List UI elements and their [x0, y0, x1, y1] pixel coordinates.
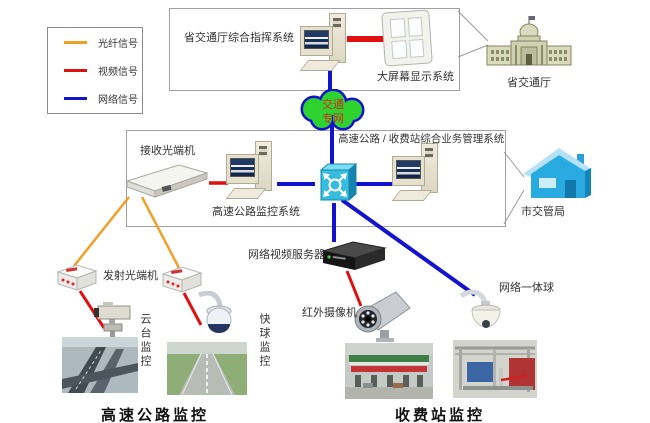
ir-camera-icon — [354, 291, 411, 342]
mgmt-system-label: 高速公路 / 收费站综合业务管理系统 — [338, 133, 505, 145]
computer-keyboard-icon — [225, 188, 267, 199]
display-wall-icon — [381, 9, 433, 67]
gov-building-icon — [486, 16, 572, 66]
legend-label: 光纤信号 — [98, 38, 138, 50]
legend-label: 视频信号 — [98, 66, 138, 78]
network-dome-camera-icon — [459, 289, 501, 328]
computer-monitor-icon — [392, 156, 425, 186]
city-traffic-bureau-label: 市交管局 — [521, 206, 565, 218]
ir-camera-label: 红外摄像机 — [302, 307, 357, 319]
display-pane — [408, 38, 425, 58]
cloud-label-line1: 交通 — [322, 97, 344, 111]
display-wall-panes — [389, 16, 425, 60]
callout-line-building-2 — [457, 44, 489, 58]
network-video-server-label: 网络视频服务器 — [248, 249, 325, 261]
speed-dome-camera-icon — [198, 291, 232, 333]
legend-item-network: 网络信号 — [48, 84, 142, 112]
video-line-ir — [345, 270, 363, 307]
video-line-ptz — [78, 290, 106, 329]
optical-receiver-icon — [125, 164, 209, 198]
computer-keyboard-icon — [299, 60, 341, 71]
legend-item-fiber: 光纤信号 — [48, 28, 142, 56]
legend-label: 网络信号 — [98, 94, 138, 106]
workstation-mgmt-system-icon — [391, 143, 442, 201]
optical-transmitter-icon-1 — [56, 264, 98, 291]
highway-system-box — [126, 130, 506, 227]
big-screen-display-label: 大屏幕显示系统 — [377, 71, 454, 83]
fiber-signal-swatch-icon — [64, 40, 87, 44]
computer-screen — [230, 158, 255, 177]
dome-monitor-label: 快球监控 — [258, 313, 270, 369]
toll-station-photo-front — [345, 343, 433, 399]
computer-keyboard-icon — [391, 190, 433, 201]
callout-line-building-1 — [457, 10, 489, 42]
highway-monitoring-title: 高速公路监控 — [101, 407, 210, 423]
toll-monitoring-title: 收费站监控 — [395, 407, 486, 423]
display-pane — [391, 39, 407, 60]
provincial-dept-label: 省交通厅 — [507, 77, 551, 89]
fiber-line-1 — [73, 196, 130, 267]
video-line-dome — [182, 292, 203, 326]
highway-photo-interchange — [62, 337, 138, 393]
network-dome-label: 网络一体球 — [499, 282, 554, 294]
highway-photo-straight — [167, 342, 247, 395]
network-switch-icon — [319, 162, 357, 202]
optical-transmitter-label: 发射光端机 — [103, 270, 158, 282]
highway-monitor-system-label: 高速公路监控系统 — [212, 206, 300, 218]
toll-station-photo-lane — [453, 340, 537, 398]
callout-line-house-2 — [503, 189, 525, 225]
cloud-label-line2: 专网 — [322, 111, 344, 125]
legend-item-video: 视频信号 — [48, 56, 142, 84]
display-pane — [407, 16, 423, 37]
network-cloud-icon: 交通 专网 — [300, 89, 365, 131]
computer-monitor-icon — [300, 26, 333, 56]
video-signal-swatch-icon — [64, 68, 87, 72]
ptz-monitor-label: 云台监控 — [139, 313, 151, 369]
ptz-camera-icon — [94, 302, 131, 343]
city-bureau-house-icon — [523, 148, 593, 198]
video-server-icon — [321, 241, 387, 270]
optical-transmitter-icon-2 — [161, 266, 203, 293]
workstation-highway-monitor-icon — [225, 141, 276, 199]
provincial-system-box — [169, 8, 460, 91]
computer-screen — [304, 30, 329, 49]
provincial-command-system-label: 省交通厅综合指挥系统 — [184, 32, 294, 44]
optical-receiver-label: 接收光端机 — [140, 145, 195, 157]
network-signal-swatch-icon — [64, 96, 87, 100]
net-line-switch-netdome — [340, 198, 477, 297]
computer-monitor-icon — [226, 154, 259, 184]
fiber-line-2 — [140, 196, 181, 269]
legend-box: 光纤信号 视频信号 网络信号 — [47, 27, 143, 114]
display-pane — [389, 18, 406, 38]
callout-line-house-1 — [503, 151, 525, 178]
workstation-command-icon — [299, 13, 350, 71]
computer-screen — [396, 160, 421, 179]
